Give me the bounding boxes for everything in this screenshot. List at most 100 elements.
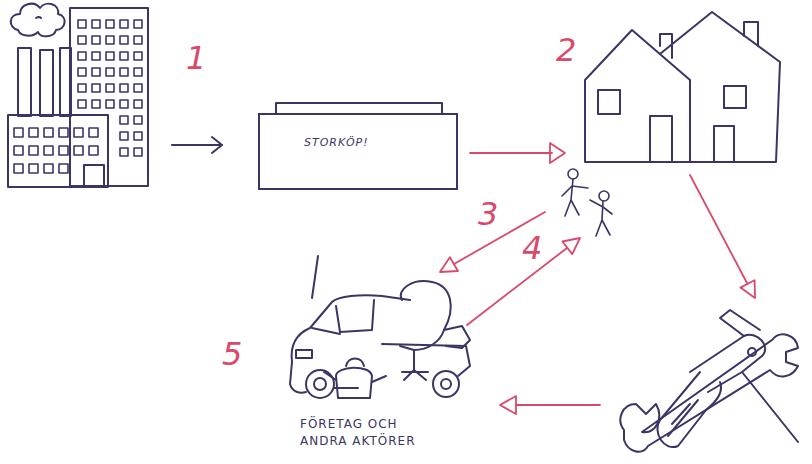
flow-arrow [172, 144, 222, 146]
goods-illustration [382, 344, 470, 376]
callout-number: 1 [186, 42, 206, 74]
factory-illustration [59, 128, 68, 137]
goods-illustration [306, 370, 334, 398]
factory-illustration [134, 36, 142, 44]
factory-illustration [78, 52, 86, 60]
factory-illustration [78, 100, 86, 108]
goods-illustration [400, 281, 451, 350]
factory-illustration [92, 20, 100, 28]
flow-arrow [172, 137, 222, 153]
factory-illustration [44, 146, 53, 155]
factory-illustration [92, 36, 100, 44]
goods-illustration [290, 362, 306, 393]
callout-number: 5 [222, 338, 242, 370]
factory-illustration [134, 148, 142, 156]
factory-illustration [120, 68, 128, 76]
actor-group: FÖRETAG OCH ANDRA AKTÖRER [280, 280, 480, 460]
factory-illustration [44, 164, 53, 173]
cycle-arrow [440, 143, 755, 414]
factory-illustration [120, 148, 128, 156]
goods-illustration [312, 256, 318, 298]
houses-illustration [585, 12, 780, 162]
factory-illustration [106, 68, 114, 76]
factory-illustration [14, 20, 142, 173]
cycle-arrow [470, 152, 552, 154]
node-label: STORKÖP! [304, 135, 444, 151]
factory-illustration [14, 164, 23, 173]
tools-illustration [690, 335, 798, 442]
factory-illustration [106, 36, 114, 44]
factory-illustration [11, 4, 65, 37]
factory-illustration [134, 132, 142, 140]
factory-illustration [120, 20, 128, 28]
houses-illustration [598, 90, 620, 114]
tools-illustration [748, 348, 756, 356]
cycle-arrow [516, 404, 600, 406]
tools-illustration [668, 400, 698, 436]
factory-illustration [40, 50, 53, 116]
factory-illustration [134, 100, 142, 108]
cycle-arrow [454, 212, 545, 264]
factory-illustration [134, 116, 142, 124]
goods-illustration [324, 372, 336, 380]
flow-arrow [212, 137, 222, 153]
factory-illustration [120, 132, 128, 140]
factory-illustration [8, 115, 108, 187]
cycle-arrow [467, 248, 567, 325]
factory-illustration [92, 84, 100, 92]
tools-illustration [620, 334, 798, 451]
factory-illustration [74, 146, 83, 155]
factory-illustration [59, 146, 68, 155]
factory-illustration [74, 128, 83, 137]
factory-illustration [134, 68, 142, 76]
factory-illustration [120, 84, 128, 92]
houses-illustration [714, 126, 734, 162]
factory-illustration [78, 36, 86, 44]
node-label: FÖRETAG OCH ANDRA AKTÖRER [300, 416, 428, 451]
factory-illustration [36, 17, 41, 18]
factory-illustration [120, 100, 128, 108]
factory-illustration [29, 164, 38, 173]
goods-illustration [441, 379, 451, 389]
factory-illustration [106, 20, 114, 28]
goods-illustration [372, 376, 386, 382]
houses-illustration [660, 34, 672, 58]
tools-illustration [657, 372, 721, 447]
factory-illustration [134, 84, 142, 92]
factory-illustration [84, 165, 104, 186]
factory-illustration [8, 4, 148, 187]
houses-illustration [744, 22, 758, 46]
factory-illustration [29, 128, 38, 137]
factory-illustration [44, 128, 53, 137]
goods-illustration [296, 350, 312, 358]
factory-illustration [92, 52, 100, 60]
callout-number: 4 [522, 232, 542, 264]
cycle-arrow [500, 396, 516, 414]
factory-illustration [92, 68, 100, 76]
factory-illustration [120, 116, 128, 124]
cycle-arrow [440, 257, 458, 272]
factory-illustration [29, 146, 38, 155]
shop-box: STORKÖP! [258, 113, 458, 190]
factory-illustration [18, 48, 31, 116]
people-illustration [562, 179, 588, 216]
cycle-arrow [740, 280, 755, 298]
factory-illustration [78, 20, 86, 28]
factory-illustration [14, 128, 23, 137]
callout-number: 3 [478, 198, 498, 230]
cycle-arrow [690, 175, 747, 283]
factory-illustration [78, 68, 86, 76]
goods-illustration [433, 371, 459, 397]
goods-illustration [312, 300, 374, 334]
factory-illustration [120, 52, 128, 60]
goods-illustration [336, 368, 372, 398]
cycle-arrow [550, 143, 565, 163]
factory-illustration [106, 52, 114, 60]
people-illustration [590, 200, 612, 236]
goods-illustration [314, 378, 326, 390]
houses-illustration [650, 116, 672, 162]
factory-illustration [106, 100, 114, 108]
people-illustration [599, 191, 609, 201]
